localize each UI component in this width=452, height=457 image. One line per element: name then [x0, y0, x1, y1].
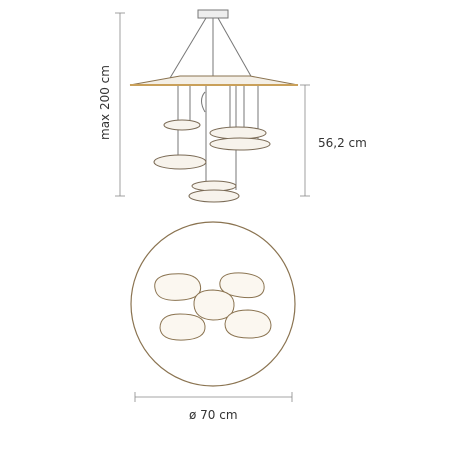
reflector-disc	[129, 75, 299, 86]
diffuser	[153, 154, 207, 170]
diffuser-top	[154, 273, 202, 301]
ceiling-canopy	[197, 9, 229, 19]
suspension-cable-right	[217, 17, 253, 79]
diameter-label: ø 70 cm	[189, 408, 238, 422]
diffuser	[163, 119, 201, 131]
diffuser-top	[159, 313, 206, 341]
cable-loop	[201, 91, 206, 113]
suspension-cable-left	[169, 17, 207, 79]
diffuser	[209, 126, 267, 140]
top-view	[130, 221, 296, 387]
diffuser-top	[193, 289, 235, 321]
diffuser-group	[153, 119, 271, 203]
side-view	[129, 9, 299, 203]
diffuser	[188, 189, 240, 203]
diffuser	[209, 137, 271, 151]
drop-height-label: 56,2 cm	[318, 136, 367, 150]
diffuser-top-group	[154, 272, 272, 341]
diffuser-top	[224, 309, 272, 339]
max-height-label: max 200 cm	[98, 65, 112, 140]
dimension-lines	[115, 12, 310, 402]
reflector-outline	[130, 221, 296, 387]
